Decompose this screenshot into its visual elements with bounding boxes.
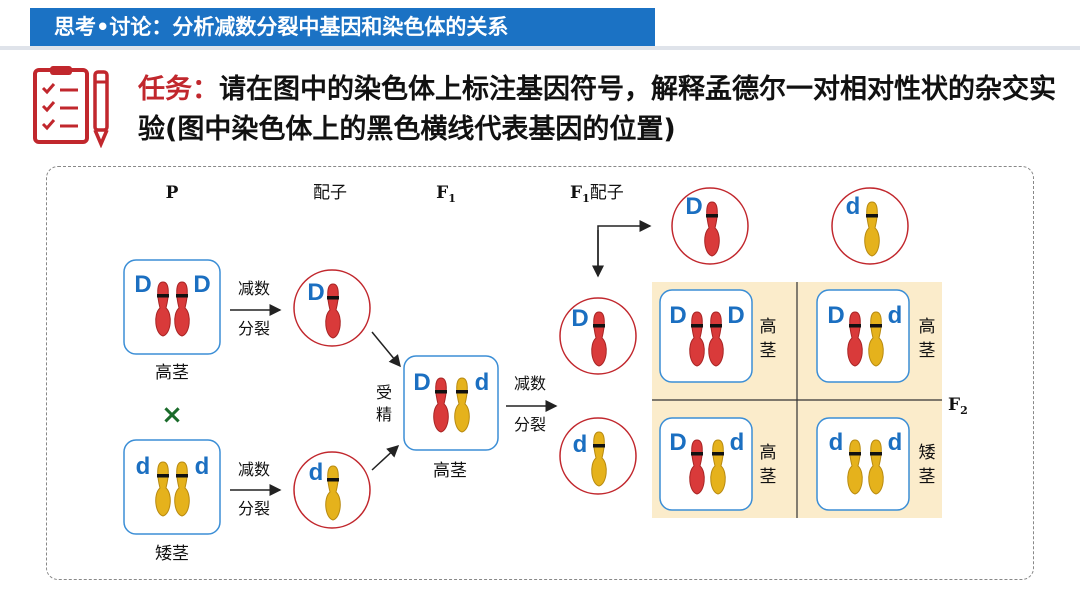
allele-label: D: [727, 302, 744, 329]
meiosis-label: 减数: [238, 460, 270, 479]
meiosis-label: 减数: [514, 374, 546, 393]
col-label-gamete: 配子: [313, 183, 347, 203]
allele-label: D: [307, 279, 324, 306]
phenotype-label: 高: [919, 317, 936, 337]
allele-label: d: [730, 429, 745, 456]
meiosis-label: 减数: [238, 279, 270, 298]
allele-label: D: [827, 302, 844, 329]
connector-arrow-right: [598, 226, 650, 272]
meiosis-label: 分裂: [238, 319, 270, 338]
col-label-p: P: [166, 183, 179, 203]
fertilization-label: 精: [376, 405, 392, 424]
allele-label: d: [136, 453, 151, 480]
phenotype-label: 茎: [760, 467, 777, 487]
col-label-f1-gamete: F1配子: [570, 183, 624, 205]
allele-label: D: [669, 302, 686, 329]
allele-label: d: [573, 431, 588, 458]
phenotype-label: 高茎: [433, 461, 467, 481]
allele-label: D: [669, 429, 686, 456]
f2-label: F2: [948, 395, 968, 417]
fertilization-arrow: [372, 332, 400, 366]
allele-label: D: [685, 193, 702, 220]
allele-label: d: [195, 453, 210, 480]
allele-label: D: [193, 271, 210, 298]
phenotype-label: 高: [760, 317, 777, 337]
phenotype-label: 茎: [919, 341, 936, 361]
meiosis-label: 分裂: [238, 499, 270, 518]
allele-label: d: [846, 193, 861, 220]
fertilization-label: 受: [376, 383, 392, 402]
phenotype-label: 高茎: [155, 363, 189, 383]
allele-label: d: [888, 302, 903, 329]
cross-icon: ×: [161, 400, 183, 430]
phenotype-label: 茎: [919, 467, 936, 487]
fertilization-arrow: [372, 446, 398, 470]
allele-label: d: [475, 369, 490, 396]
meiosis-label: 分裂: [514, 415, 546, 434]
allele-label: d: [888, 429, 903, 456]
allele-label: D: [571, 305, 588, 332]
phenotype-label: 矮: [919, 443, 936, 463]
allele-label: D: [134, 271, 151, 298]
phenotype-label: 矮茎: [155, 544, 189, 564]
phenotype-label: 茎: [760, 341, 777, 361]
phenotype-label: 高: [760, 443, 777, 463]
allele-label: d: [309, 459, 324, 486]
allele-label: d: [829, 429, 844, 456]
col-label-f1: F1: [436, 183, 456, 205]
allele-label: D: [413, 369, 430, 396]
